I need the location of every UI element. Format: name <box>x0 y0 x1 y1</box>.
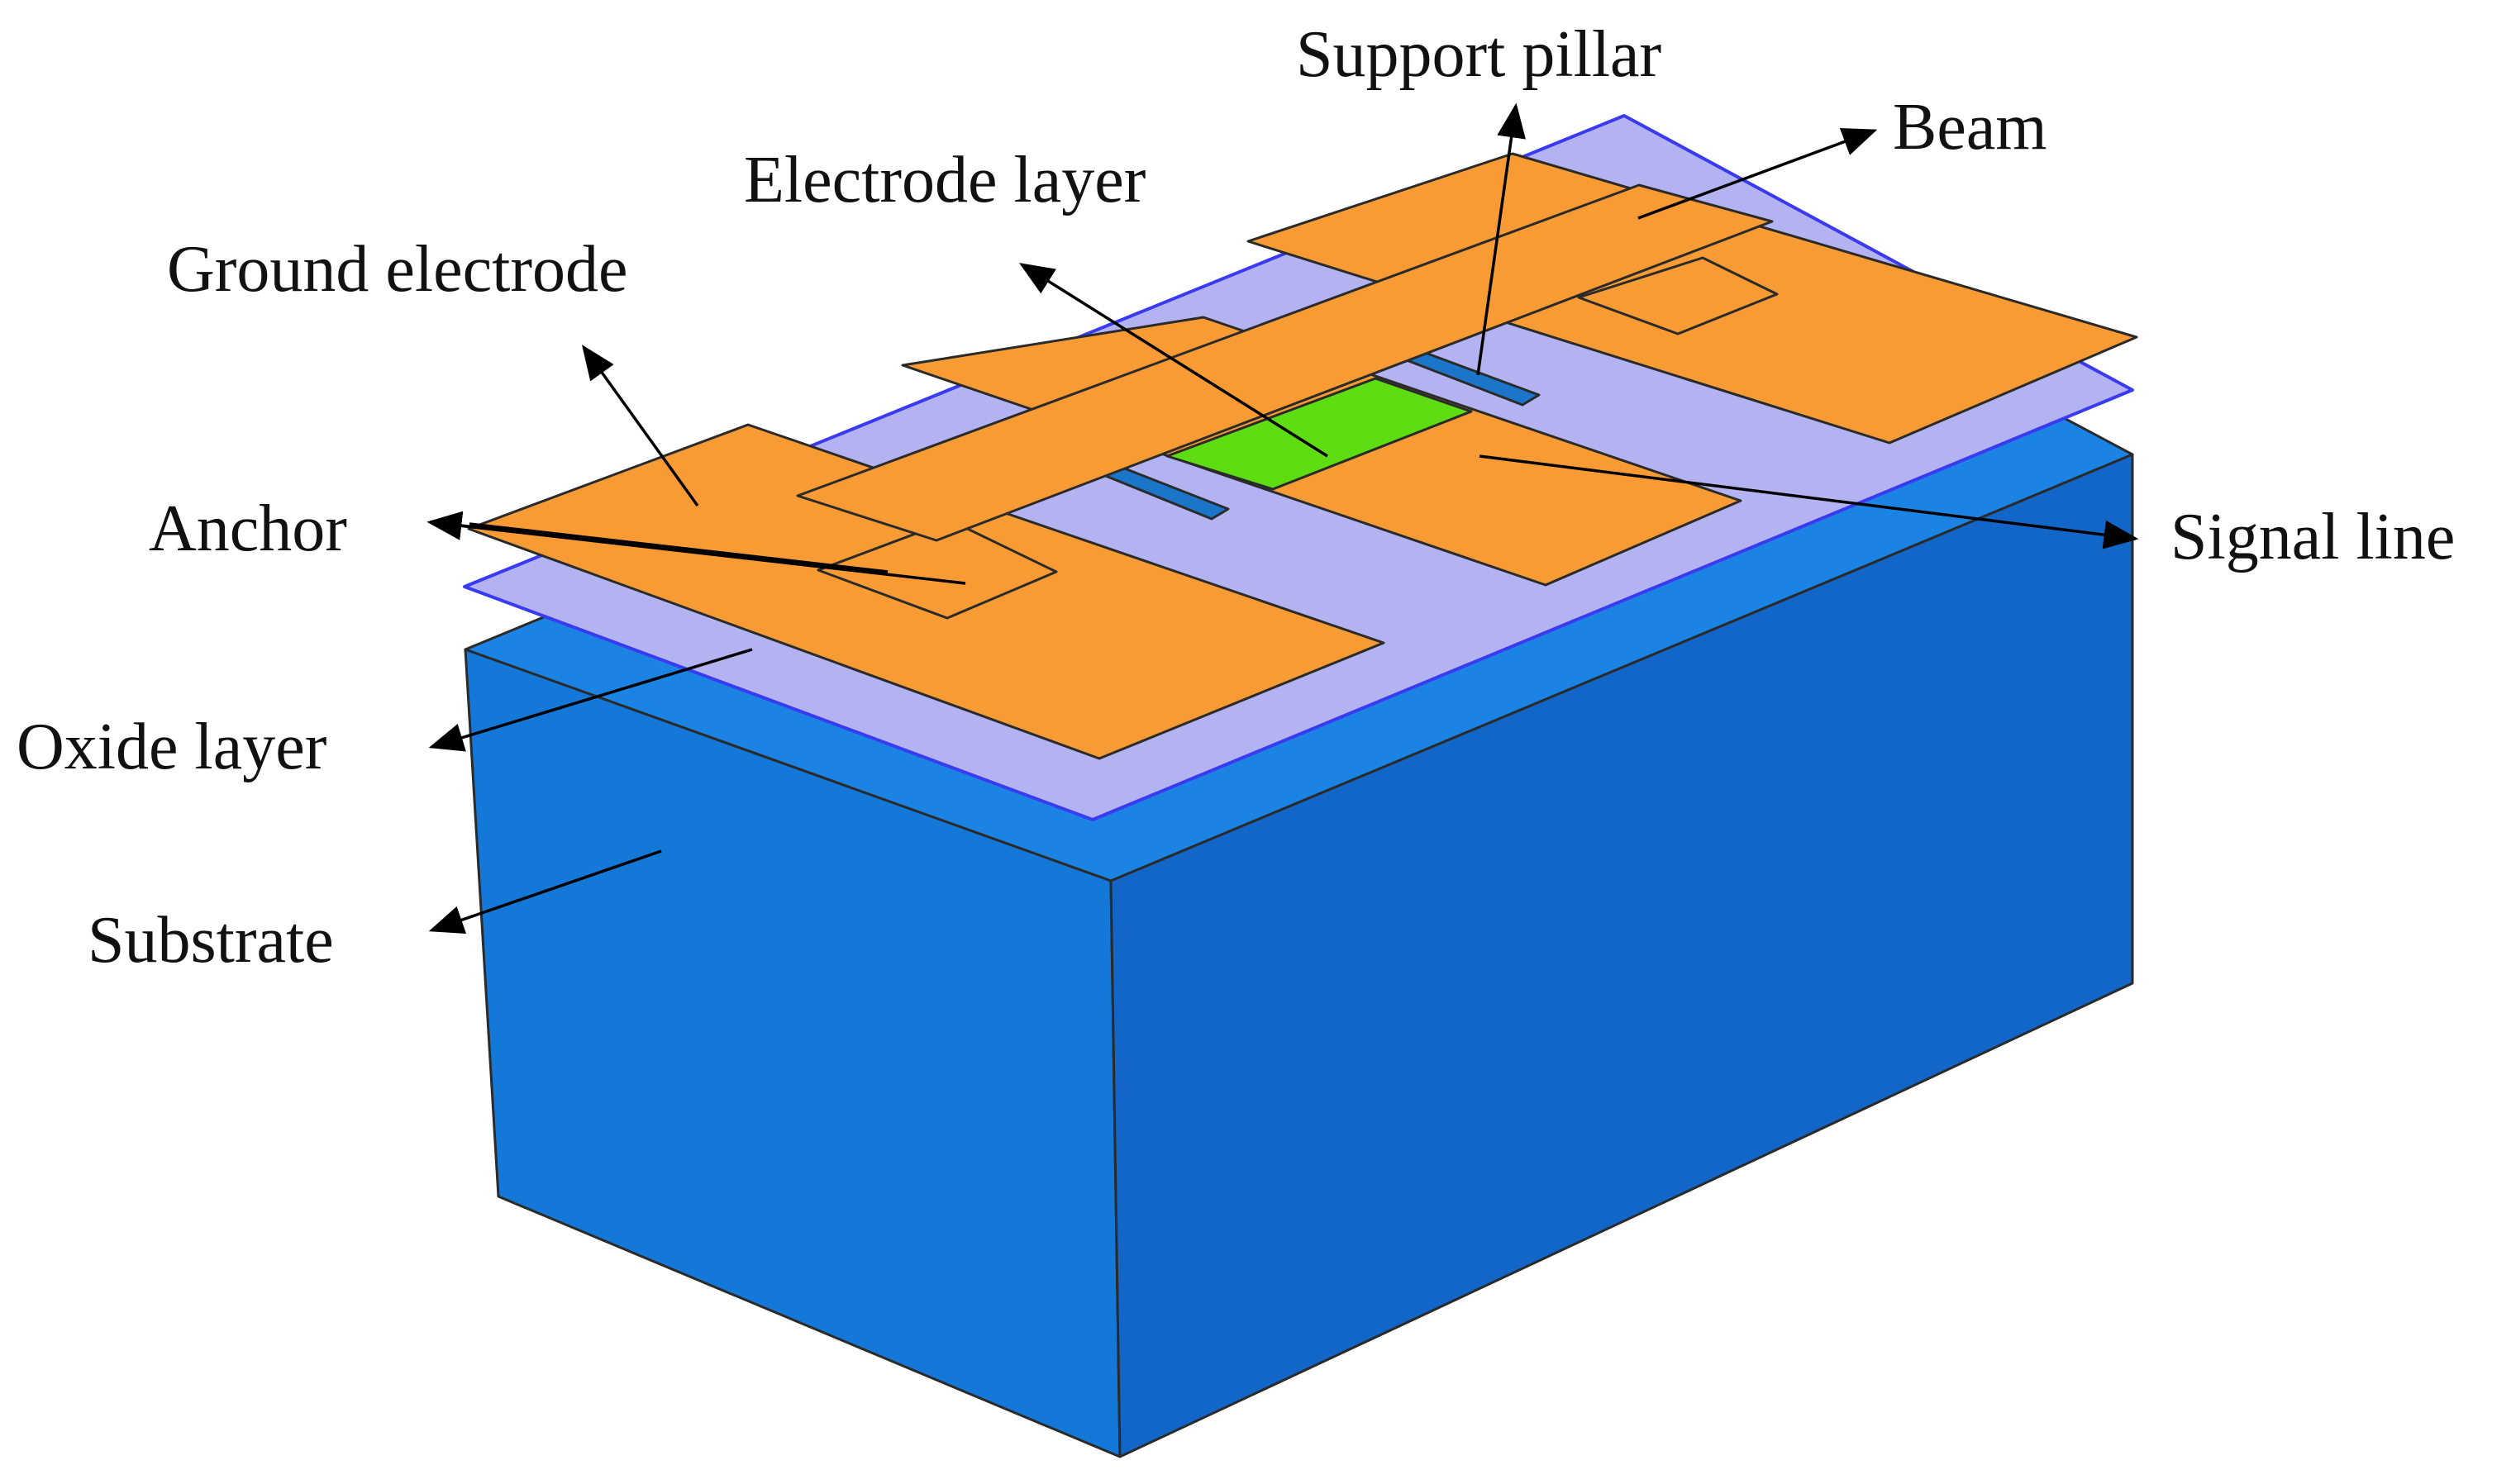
substrate-label: Substrate <box>88 904 334 977</box>
support-pillar-leader <box>1476 102 1526 376</box>
anchor-leader-to-anchor <box>469 522 889 573</box>
anchor-label: Anchor <box>149 492 347 565</box>
beam <box>796 183 1774 542</box>
anchor-left <box>817 519 1058 620</box>
electrode-layer-leader <box>1019 263 1328 458</box>
substrate-right-face <box>1109 453 2134 1458</box>
leader-lines <box>426 102 2139 934</box>
anchor-leader-main <box>426 511 966 585</box>
ground-electrode-label: Ground electrode <box>167 233 628 306</box>
signal-line-leader <box>1479 454 2139 549</box>
oxide-layer-leader <box>428 648 753 752</box>
labels: Support pillar Beam Electrode layer Grou… <box>17 18 2455 977</box>
support-pillar-label: Support pillar <box>1296 18 1661 91</box>
beam-leader <box>1637 127 1878 220</box>
anchor-right <box>1577 256 1779 335</box>
ground-electrode-leader <box>581 345 699 507</box>
electrode-layer-pad <box>1165 377 1473 491</box>
electrode-layer-label: Electrode layer <box>744 144 1146 216</box>
signal-line-label: Signal line <box>2170 501 2455 573</box>
beam-label: Beam <box>1893 91 2047 164</box>
substrate-leader <box>428 849 662 934</box>
oxide-layer-label: Oxide layer <box>17 711 326 783</box>
